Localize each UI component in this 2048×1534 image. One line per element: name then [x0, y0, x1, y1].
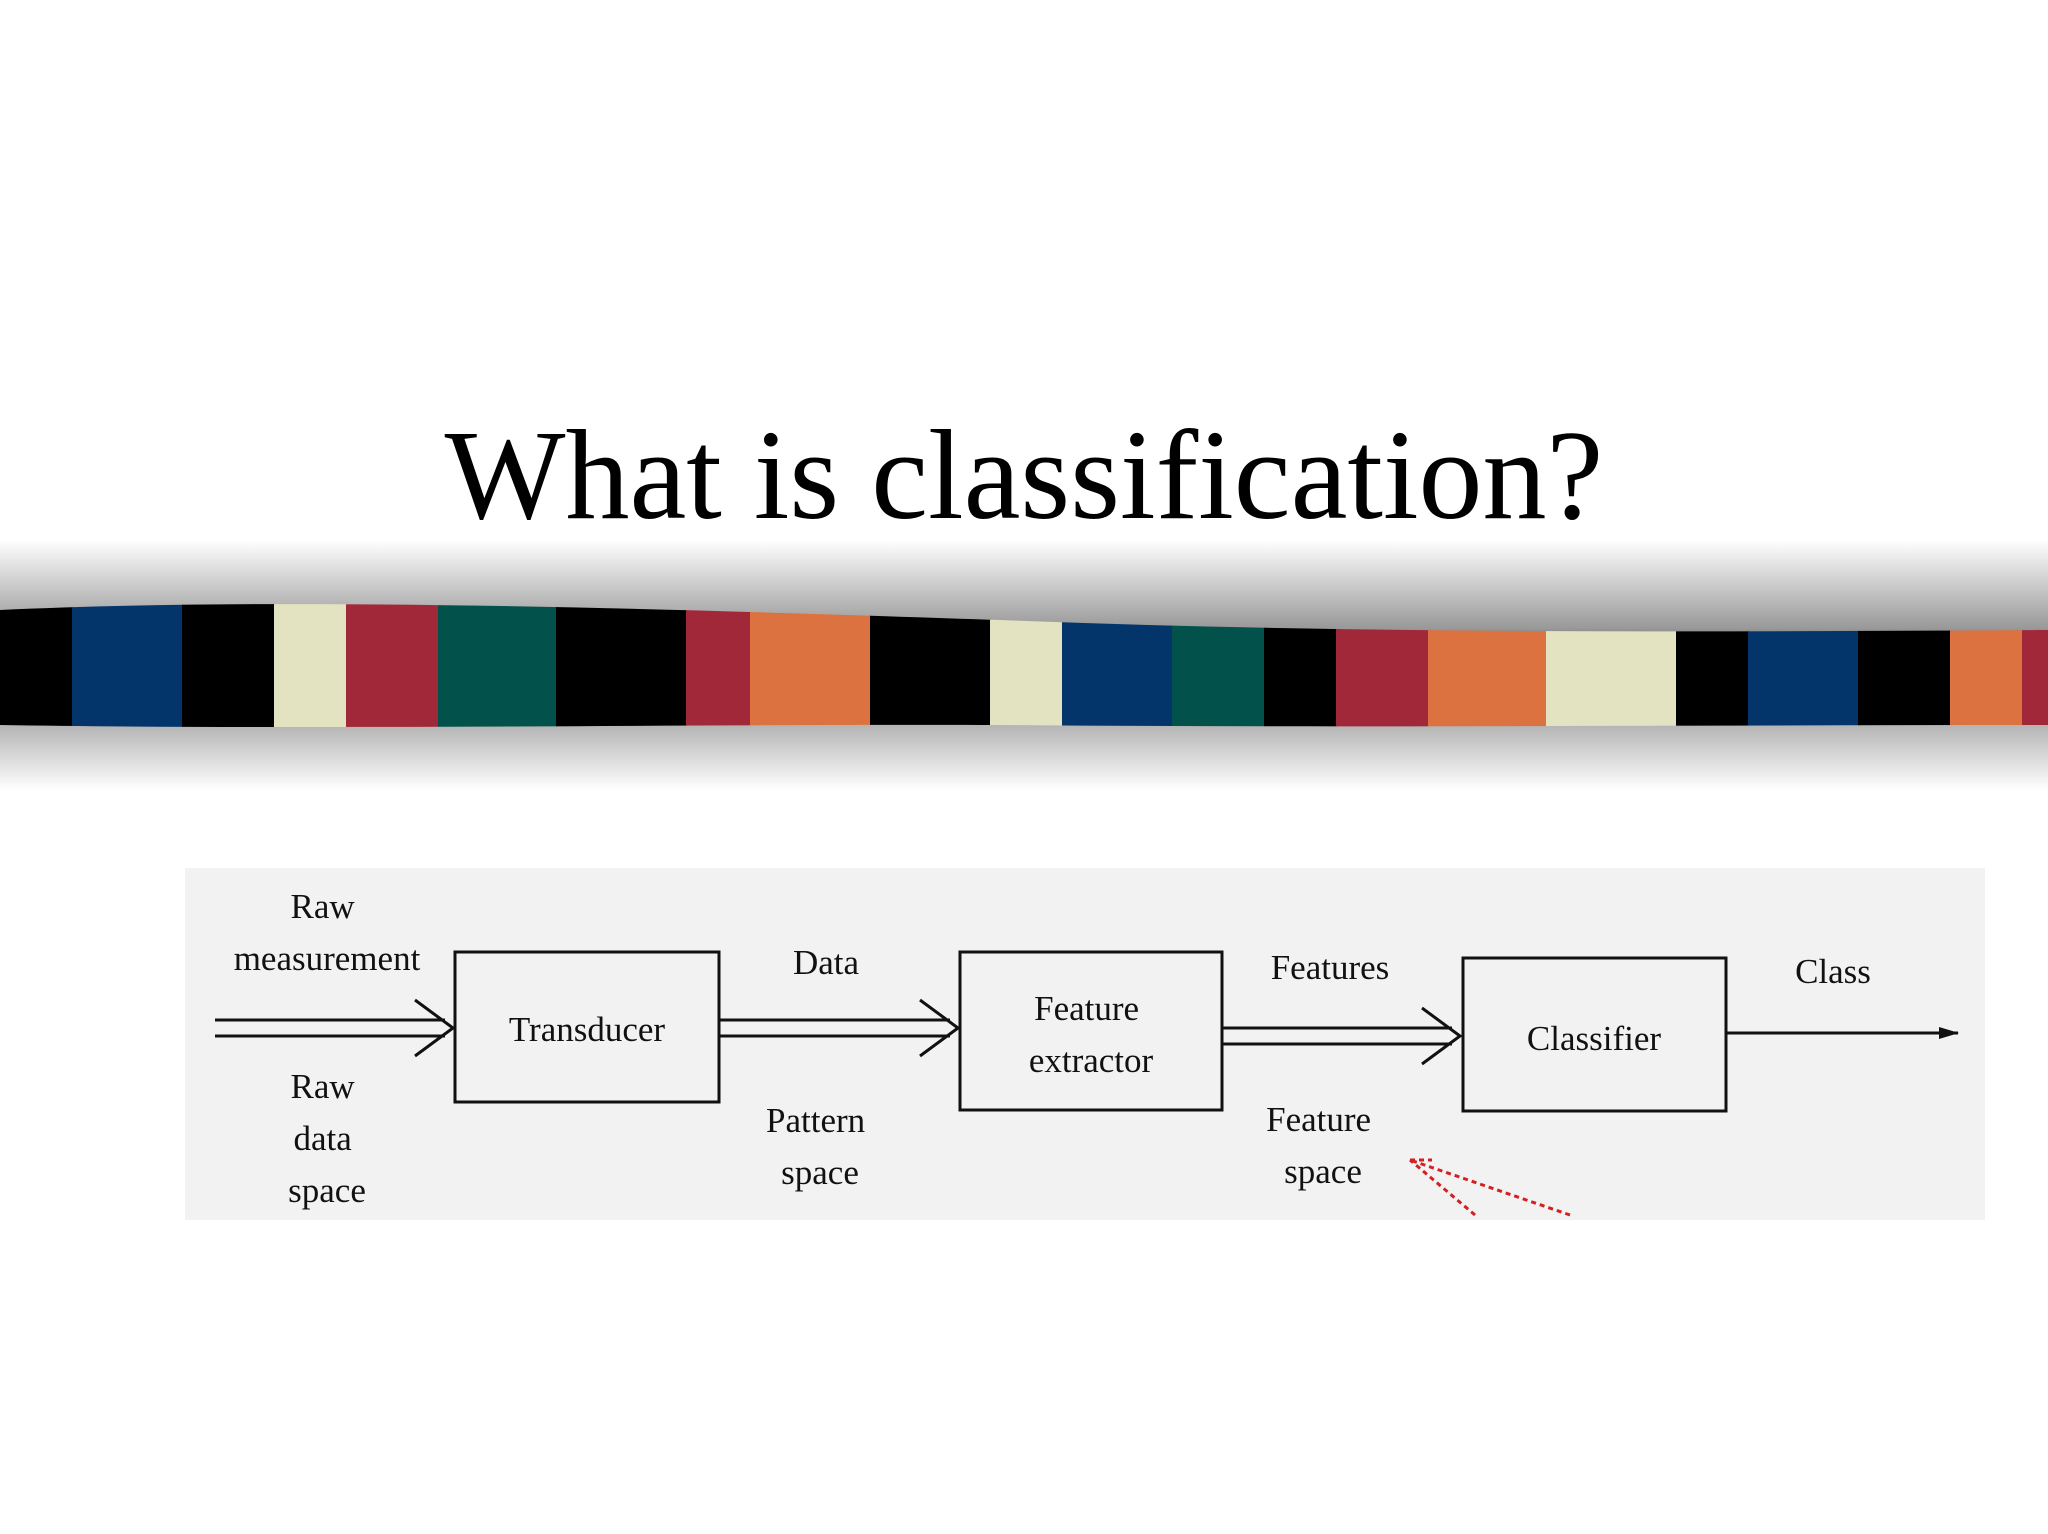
- diagram-scan-background: [185, 868, 1985, 1220]
- input-arrow: [215, 998, 456, 1058]
- banner-stripe: [182, 604, 275, 728]
- feature-space-label: Feature space: [1266, 1100, 1380, 1191]
- raw-measurement-label: Raw measurement: [234, 887, 421, 978]
- raw-data-space-label: Raw data space: [288, 1067, 366, 1210]
- banner-stripe: [72, 604, 183, 728]
- transducer-block: [453, 950, 721, 1104]
- feature-extractor-label: Feature extractor: [1029, 989, 1154, 1080]
- features-arrow: [1222, 1006, 1463, 1066]
- slide-title: What is classification?: [444, 404, 1604, 546]
- banner-stripe: [274, 604, 347, 728]
- feature-extractor-block: [958, 950, 1224, 1112]
- banner-stripe: [346, 604, 439, 728]
- features-label: Features: [1271, 948, 1390, 987]
- annotation-arrow: [1409, 1158, 1571, 1217]
- transducer-label: Transducer: [509, 1010, 666, 1049]
- banner-stripe: [750, 604, 871, 728]
- banner-stripe: [870, 604, 991, 728]
- class-label: Class: [1795, 952, 1871, 991]
- banner-stripe: [438, 604, 557, 728]
- banner-stripe: [990, 604, 1063, 728]
- banner-stripe: [556, 604, 687, 728]
- pattern-space-label: Pattern space: [766, 1101, 874, 1192]
- classifier-label: Classifier: [1527, 1019, 1661, 1058]
- banner-stripe: [686, 604, 751, 728]
- decorative-banner: [0, 540, 2048, 790]
- banner-stripe: [0, 604, 73, 728]
- data-label: Data: [793, 943, 860, 982]
- data-arrow: [719, 998, 961, 1058]
